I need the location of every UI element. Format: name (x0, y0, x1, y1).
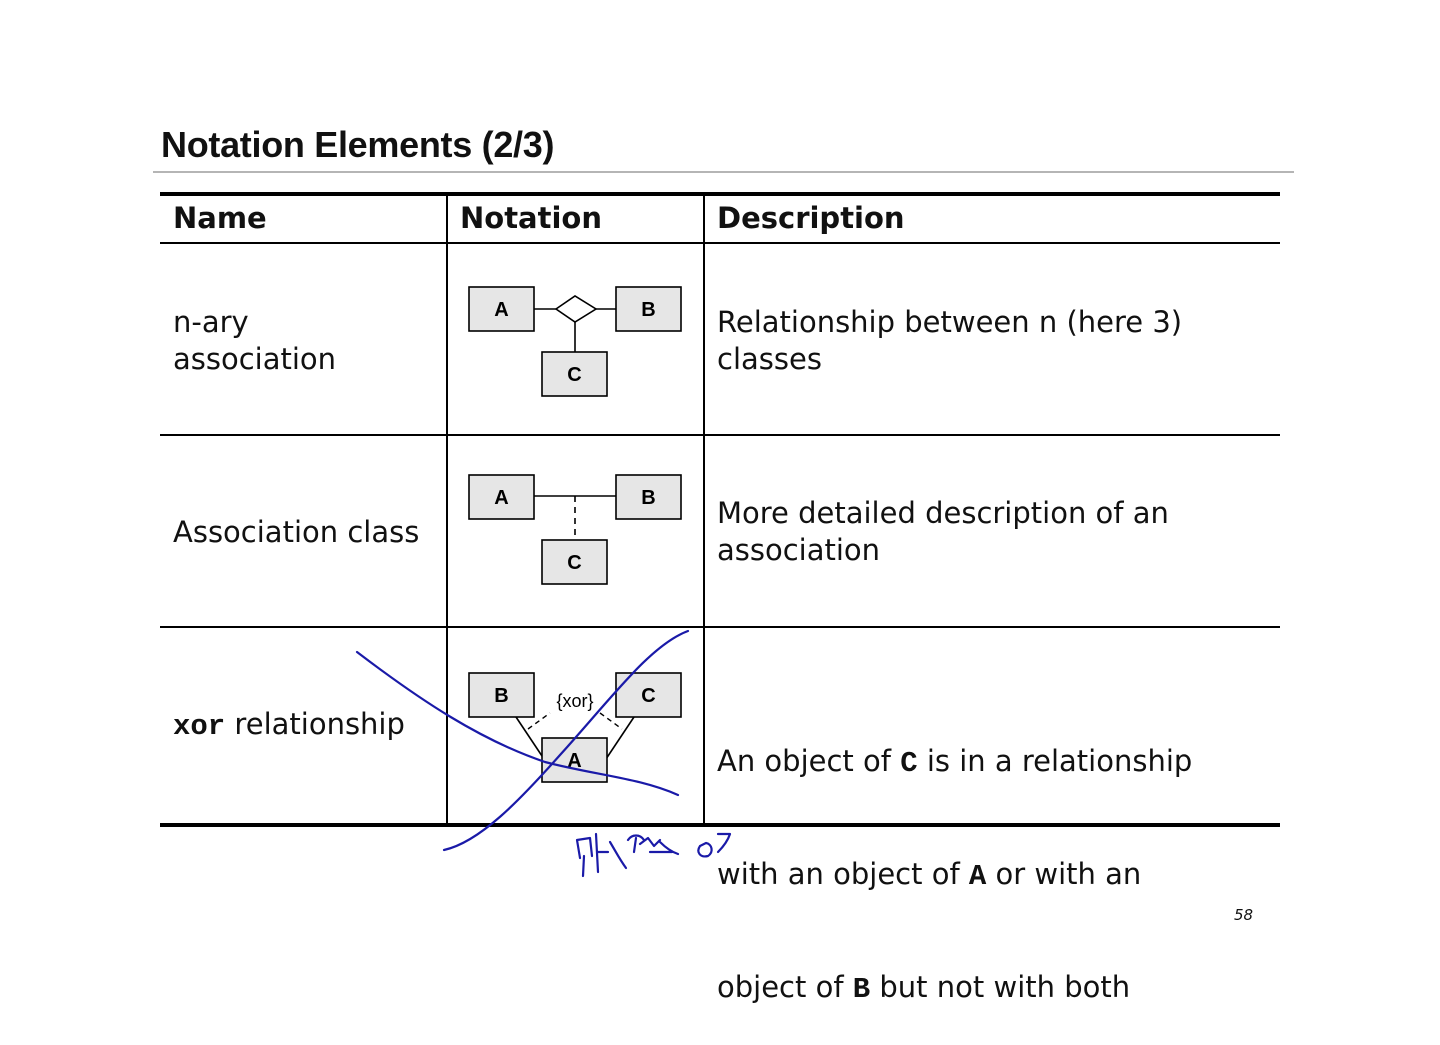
row-1-name-line2: association (173, 342, 337, 376)
class-label: C (567, 552, 581, 574)
row-divider-2 (160, 626, 1280, 628)
row-2-desc-line1: More detailed description of an (717, 496, 1169, 530)
desc-code: A (968, 860, 987, 893)
row-3-desc-line2: with an object of A or with an (717, 856, 1192, 895)
desc-text: or with an (986, 857, 1142, 891)
class-box (541, 351, 608, 397)
class-label: B (494, 685, 508, 707)
slide-title: Notation Elements (2/3) (161, 124, 555, 165)
desc-code: C (900, 747, 918, 780)
ink-scribble (626, 834, 680, 856)
notation-diagrams: A B C A B C B C A {xor} (468, 286, 682, 783)
row-3-description: An object of C is in a relationship with… (717, 669, 1192, 1045)
class-box (468, 672, 535, 718)
desc-text: An object of (717, 744, 901, 778)
desc-text: with an object of (717, 857, 969, 891)
row-3-name-rest: relationship (225, 707, 405, 741)
row-divider-1 (160, 434, 1280, 436)
column-divider-2 (703, 195, 705, 824)
class-label: A (494, 299, 508, 321)
row-3-name-code: xor (173, 710, 226, 743)
header-description: Description (717, 201, 905, 235)
ink-scribble (697, 832, 732, 858)
row-3-desc-line3: object of B but not with both (717, 969, 1192, 1008)
row-2-description: More detailed description of an associat… (717, 495, 1169, 569)
row-2-desc-line2: association (717, 533, 881, 567)
desc-text: object of (717, 970, 853, 1004)
ink-strike-stroke (442, 629, 690, 852)
class-label: B (641, 487, 655, 509)
class-label: B (641, 299, 655, 321)
desc-text: is in a relationship (917, 744, 1193, 778)
header-notation: Notation (460, 201, 602, 235)
xor-constraint-label: {xor} (556, 691, 593, 711)
column-divider-1 (446, 195, 448, 824)
class-box (541, 539, 608, 585)
ink-scribble (575, 832, 628, 878)
table-bottom-rule (160, 823, 1280, 827)
row-2-name: Association class (173, 515, 420, 549)
class-label: A (567, 750, 581, 772)
title-divider (153, 171, 1294, 173)
desc-text: but not with both (870, 970, 1131, 1004)
xor-relationship-diagram: B C A {xor} (468, 672, 682, 783)
class-box (468, 286, 535, 332)
row-1-name-line1: n-ary (173, 305, 249, 339)
desc-code: B (852, 973, 871, 1006)
class-label: A (494, 487, 508, 509)
class-label: C (567, 364, 581, 386)
xor-dashed-line (527, 712, 623, 730)
page-number: 58 (1234, 906, 1254, 924)
handwritten-annotations (355, 629, 732, 878)
row-1-description: Relationship between n (here 3) classes (717, 304, 1182, 378)
row-3-desc-line1: An object of C is in a relationship (717, 743, 1192, 782)
assoc-line (515, 716, 545, 760)
row-1-desc-line1: Relationship between n (here 3) (717, 305, 1183, 339)
class-box (615, 474, 682, 520)
assoc-line (605, 716, 635, 760)
ink-strike-stroke (355, 650, 680, 797)
row-1-name: n-ary association (173, 304, 336, 378)
class-label: C (641, 685, 655, 707)
header-name: Name (173, 201, 267, 235)
class-box (468, 474, 535, 520)
table-top-rule (160, 192, 1280, 196)
diamond-shape (554, 295, 598, 323)
class-box (615, 286, 682, 332)
row-3-name: xor relationship (173, 706, 405, 745)
row-1-desc-line2: classes (717, 342, 822, 376)
header-rule (160, 242, 1280, 244)
association-class-diagram: A B C (468, 474, 682, 585)
nary-association-diagram: A B C (468, 286, 682, 397)
